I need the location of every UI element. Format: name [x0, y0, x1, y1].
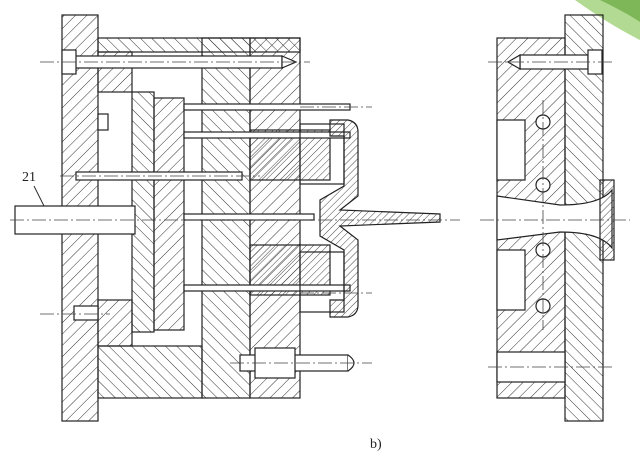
cavity-opening-bottom: [496, 249, 526, 311]
leader-line-21: [33, 185, 45, 207]
centerlines: [10, 61, 630, 368]
left-mold-assembly: [14, 14, 441, 422]
ejector-pin: [183, 131, 351, 139]
leaf-decoration-icon: [575, 0, 640, 40]
ejector-plate: [153, 97, 185, 331]
right-mold-assembly: [496, 14, 615, 422]
ejector-pin: [183, 284, 351, 292]
cavity-top: [299, 123, 345, 185]
ejector-pin: [183, 213, 315, 221]
spacer-block-bottom: [97, 299, 133, 347]
cavity-opening-top: [496, 119, 526, 181]
screw: [73, 305, 99, 321]
screw: [97, 113, 109, 131]
bottom-clamp-plate: [97, 345, 203, 399]
guide-bushing-bottom: [496, 351, 566, 383]
part-label-21: 21: [22, 170, 36, 185]
subfigure-label: b): [370, 437, 382, 452]
cavity-bottom: [299, 251, 345, 313]
